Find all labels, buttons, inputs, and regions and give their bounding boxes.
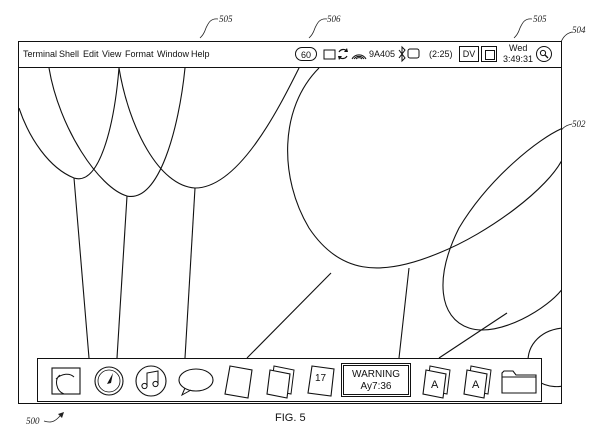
- letter-document-1[interactable]: A: [420, 364, 454, 400]
- clock-day: Wed: [509, 44, 527, 53]
- menu-terminal[interactable]: Terminal: [23, 50, 57, 59]
- wifi-icon[interactable]: [350, 48, 368, 62]
- wallpaper-arc-3: [119, 68, 299, 188]
- folder-icon[interactable]: [500, 367, 538, 397]
- wallpaper-line-1: [74, 178, 89, 358]
- figure-caption: FIG. 5: [275, 412, 306, 424]
- compass-icon[interactable]: [92, 365, 126, 397]
- menu-view[interactable]: View: [102, 50, 121, 59]
- wallpaper-line-6: [439, 313, 507, 358]
- menu-shell[interactable]: Shell: [59, 50, 79, 59]
- ref-502: 502: [572, 119, 586, 129]
- leader-506: [305, 16, 331, 42]
- tray-code: 9A405: [369, 50, 395, 59]
- leader-500: [42, 410, 68, 426]
- dv-label: DV: [463, 49, 476, 59]
- window-square: [485, 50, 495, 60]
- leader-505-left: [196, 16, 222, 42]
- wallpaper-loop: [443, 128, 562, 330]
- menu-format[interactable]: Format: [125, 50, 154, 59]
- bluetooth-icon[interactable]: [397, 45, 407, 63]
- leader-505-right: [510, 16, 536, 42]
- display-icon[interactable]: [407, 48, 421, 60]
- battery-time: (2:25): [429, 50, 453, 59]
- wallpaper-line-5: [399, 268, 409, 358]
- search-icon: [537, 47, 551, 61]
- tray-badge[interactable]: 60: [295, 47, 317, 61]
- letter-document-2[interactable]: A: [461, 364, 495, 400]
- desktop-screen: Terminal Shell Edit View Format Window H…: [18, 41, 562, 404]
- wallpaper-arc-1: [19, 68, 119, 179]
- calendar-day: 17: [315, 373, 326, 384]
- wallpaper-line-2: [117, 196, 127, 358]
- search-button[interactable]: [536, 46, 552, 62]
- warning-widget[interactable]: WARNING Ay7:36: [343, 365, 409, 395]
- clock-time: 3:49:31: [503, 55, 533, 64]
- dock: 17 WARNING Ay7:36 A A: [37, 358, 542, 402]
- warning-border: [341, 363, 411, 397]
- calendar-icon[interactable]: 17: [304, 364, 336, 398]
- letter-a-icon: A: [472, 379, 479, 391]
- wallpaper-line-3: [185, 188, 195, 358]
- letter-a-icon: A: [431, 379, 438, 391]
- menu-window[interactable]: Window: [157, 50, 189, 59]
- ref-504: 504: [572, 25, 586, 35]
- menu-edit[interactable]: Edit: [83, 50, 99, 59]
- window-button[interactable]: [481, 46, 497, 62]
- battery-icon[interactable]: [323, 49, 337, 61]
- wallpaper-line-4: [247, 273, 331, 358]
- finder-icon[interactable]: [50, 365, 84, 397]
- sync-arrows-icon[interactable]: [336, 46, 350, 62]
- ref-500: 500: [26, 416, 40, 426]
- dv-button[interactable]: DV: [459, 46, 479, 62]
- speech-bubble-icon[interactable]: [176, 366, 216, 398]
- wallpaper: [19, 68, 562, 404]
- document-icon[interactable]: [222, 364, 256, 400]
- menu-help[interactable]: Help: [191, 50, 210, 59]
- music-note-icon[interactable]: [134, 364, 168, 398]
- menu-bar: Terminal Shell Edit View Format Window H…: [19, 42, 561, 68]
- wallpaper-blob: [288, 68, 562, 268]
- tray-badge-text: 60: [301, 50, 311, 60]
- stack-icon[interactable]: [264, 364, 298, 400]
